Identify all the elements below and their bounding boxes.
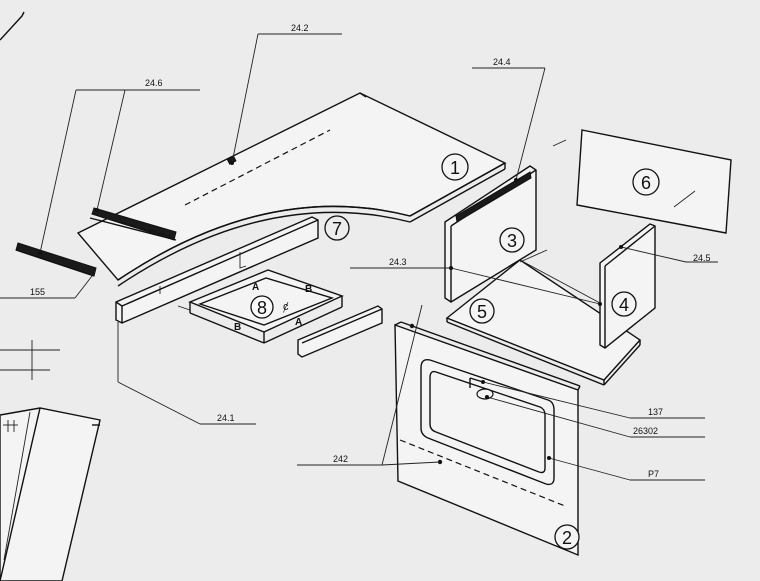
part-8-drawer-box: 8 ȼ A B A B [177,269,344,344]
part-4-side-panel: 4 [599,223,656,349]
drawer-letter-b-right: B [305,284,312,295]
part-3-label: 3 [507,231,517,251]
support-rail-upper [89,207,177,241]
callout-label-26302: 26302 [633,426,658,436]
part-7-front-strip: 7 [115,215,350,324]
center-mark: ȼ [283,301,289,313]
callout-24-6: 24.6 [38,78,200,255]
part-1-label: 1 [450,158,460,178]
drawer-front-strip [297,305,383,358]
callout-26302: 26302 [485,395,705,438]
part-2-label: 2 [562,528,572,548]
callout-label-242: 242 [333,454,348,464]
callout-label-24-5: 24.5 [693,253,711,263]
part-5-label: 5 [477,302,487,322]
left-edge-fragment-bottom [0,340,101,581]
callout-p7: P7 [547,456,705,481]
part-7-label: 7 [332,219,342,239]
part-5-base-panel: 5 [445,139,642,386]
callout-24-2: 24.2 [230,23,342,165]
part-1-circle [441,153,469,181]
callout-label-24-1: 24.1 [217,413,235,423]
drawer-letter-a-bottom: A [295,317,302,328]
part-3-side-panel: 3 [444,165,537,303]
callout-label-p7: P7 [648,469,659,479]
part-8-label: 8 [257,298,267,318]
callout-242: 242 [297,304,441,466]
part-2-door: 2 [394,321,581,557]
callout-137: 137 [481,380,705,419]
left-edge-fragment-top [0,11,25,41]
part-1-desk-top: 1 [76,92,507,287]
callout-label-137: 137 [648,407,663,417]
callout-label-24-2: 24.2 [291,23,309,33]
callout-24-1: 24.1 [117,322,256,425]
part-6-back-panel: 6 [576,129,732,234]
part-4-label: 4 [619,295,629,315]
support-rail-lower [15,242,97,277]
callout-label-24-4: 24.4 [493,57,511,67]
callout-155: 155 [0,275,93,299]
callout-label-155: 155 [30,287,45,297]
callout-label-24-3: 24.3 [389,257,407,267]
callout-24-4: 24.4 [472,57,546,182]
callout-24-3: 24.3 [350,257,602,306]
callout-label-24-6: 24.6 [145,78,163,88]
drawer-letter-b-left: B [234,322,241,333]
callout-24-5: 24.5 [619,245,718,263]
part-6-label: 6 [641,173,651,193]
drawer-letter-a-top: A [252,282,259,293]
